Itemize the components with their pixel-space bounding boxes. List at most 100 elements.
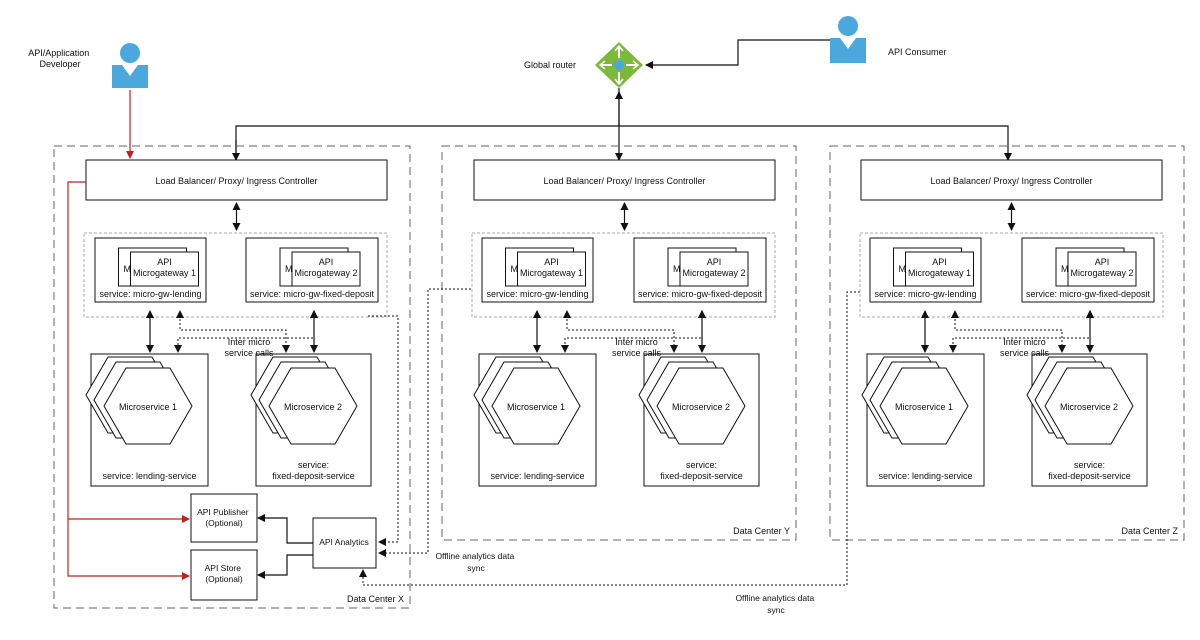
microservice-1[interactable]: Microservice 1 service: lending-service xyxy=(861,353,985,487)
gateway-1-service: service: micro-gw-lending xyxy=(874,289,976,299)
data-center-boundary xyxy=(441,145,797,541)
microservice-2[interactable]: Microservice 2service:fixed-deposit-serv… xyxy=(250,353,372,487)
gateway-1-shadow-letter: M xyxy=(124,264,132,274)
gateway-1-service: service: micro-gw-lending xyxy=(486,289,588,299)
gateway-2-service: service: micro-gw-fixed-deposit xyxy=(250,289,375,299)
gateway-2-title-line1: API xyxy=(707,257,722,267)
gateway-2-title-line1: API xyxy=(1095,257,1110,267)
microservice-2[interactable]: Microservice 2service:fixed-deposit-serv… xyxy=(1026,353,1148,487)
gateway-1-title-line1: API xyxy=(157,257,172,267)
inter-calls-label-line2: service calls xyxy=(224,348,274,358)
microservice-1-title-line1: Microservice 1 xyxy=(119,402,177,412)
data-center-boundary xyxy=(829,145,1185,541)
router-label: Global router xyxy=(524,60,576,70)
microservice-1[interactable]: Microservice 1 service: lending-service xyxy=(85,353,209,487)
data-center-boundary xyxy=(53,145,411,609)
microservice-2-title-line1: Microservice 2 xyxy=(284,402,342,412)
load-balancer[interactable]: Load Balancer/ Proxy/ Ingress Controller xyxy=(85,159,388,201)
data-center-label-line1: Data Center X xyxy=(347,594,404,604)
data-center-label: Data Center Z xyxy=(1121,526,1178,536)
gateway-1-title-line2: Microgateway 1 xyxy=(520,268,583,278)
gateway-1-shadow-letter: M xyxy=(511,264,519,274)
api-store-line2: (Optional) xyxy=(205,574,242,584)
gateway-1-title-line2: Microgateway 1 xyxy=(133,268,196,278)
api-store[interactable]: API Store (Optional) xyxy=(190,549,258,601)
inter-calls-label-line1: Inter micro xyxy=(1003,337,1046,347)
y-sync-line1: Offline analytics data xyxy=(435,551,514,561)
api-store-label: API Store (Optional) xyxy=(205,563,244,584)
gateway-2-title-line2: Microgateway 2 xyxy=(1070,268,1133,278)
inter-call-link-b xyxy=(174,310,318,353)
dcy-analytics-link xyxy=(378,288,471,557)
gateway-1-service: service: micro-gw-lending xyxy=(99,289,201,299)
microservice-1-service: service: lending-service xyxy=(878,471,972,481)
microservice-2-service-line2: fixed-deposit-service xyxy=(1048,471,1131,481)
gateway-2-title-line2: Microgateway 2 xyxy=(682,268,745,278)
api-publisher-line1: API Publisher xyxy=(197,507,249,517)
gateway-2-shadow-letter-line1: M xyxy=(673,264,681,274)
microservice-1-title-line1: Microservice 1 xyxy=(895,402,953,412)
gateway-2-shadow-letter: M xyxy=(673,264,681,274)
microservice-2-service-line1: service: xyxy=(1074,460,1105,470)
microservice-1-title: Microservice 1 xyxy=(895,402,953,412)
gateway-2-title-line2: Microgateway 2 xyxy=(294,268,357,278)
microservice-2-service-line1: service: xyxy=(686,460,717,470)
gateway-group xyxy=(859,232,1164,318)
microservice-1-service: service: lending-service xyxy=(490,471,584,481)
api-analytics-label: API Analytics xyxy=(319,537,369,547)
analytics-store-link xyxy=(257,554,313,579)
microservice-1-title-line1: Microservice 1 xyxy=(507,402,565,412)
load-balancer-label-line1: Load Balancer/ Proxy/ Ingress Controller xyxy=(543,176,705,186)
data-center-label: Data Center X xyxy=(347,594,404,604)
developer-label-line2: Developer xyxy=(39,59,80,69)
api-store-line1: API Store xyxy=(205,563,242,573)
microservice-1-service-line1: service: lending-service xyxy=(102,471,196,481)
gateway-2-shadow-letter: M xyxy=(1061,264,1069,274)
api-analytics[interactable]: API Analytics xyxy=(312,517,377,569)
microservice-2-service-line1: service: xyxy=(298,460,329,470)
gateway-2-shadow-letter-line1: M xyxy=(285,264,293,274)
gateway-1-shadow-letter-line1: M xyxy=(124,264,132,274)
gateway-2-service-line1: service: micro-gw-fixed-deposit xyxy=(1026,289,1151,299)
gateway-2-service: service: micro-gw-fixed-deposit xyxy=(638,289,763,299)
microservice-2-service: service:fixed-deposit-service xyxy=(1048,460,1131,481)
developer-label: API/Application Developer xyxy=(28,48,92,69)
gateway-1-shadow-letter-line1: M xyxy=(899,264,907,274)
microservice-1-title: Microservice 1 xyxy=(507,402,565,412)
load-balancer[interactable]: Load Balancer/ Proxy/ Ingress Controller xyxy=(860,159,1163,201)
load-balancer-label: Load Balancer/ Proxy/ Ingress Controller xyxy=(930,176,1092,186)
y-sync-line2: sync xyxy=(467,563,485,573)
api-publisher[interactable]: API Publisher (Optional) xyxy=(190,493,258,543)
dc-x: Data Center X Load Balancer/ Proxy/ Ingre… xyxy=(53,145,411,609)
microservice-1[interactable]: Microservice 1 service: lending-service xyxy=(473,353,597,487)
developer-label-line1: API/Application xyxy=(28,48,89,58)
microservice-1-title: Microservice 1 xyxy=(119,402,177,412)
load-balancer-label: Load Balancer/ Proxy/ Ingress Controller xyxy=(543,176,705,186)
gateway-1-title-line1: API xyxy=(544,257,559,267)
data-center-label-line1: Data Center Y xyxy=(733,526,790,536)
inter-calls-label-line1: Inter micro xyxy=(615,337,658,347)
microservice-2-service-line2: fixed-deposit-service xyxy=(660,471,743,481)
router-bus xyxy=(235,125,1012,161)
dcz-analytics-link xyxy=(359,291,860,586)
gateway-1-service-line1: service: micro-gw-lending xyxy=(99,289,201,299)
global-router: Global router xyxy=(524,42,643,88)
microservice-2[interactable]: Microservice 2service:fixed-deposit-serv… xyxy=(638,353,760,487)
dc-y: Data Center Y Load Balancer/ Proxy/ Ingre… xyxy=(441,145,797,541)
load-balancer[interactable]: Load Balancer/ Proxy/ Ingress Controller xyxy=(473,159,776,201)
z-sync-label: Offline analytics data sync xyxy=(735,593,816,615)
person-icon xyxy=(830,16,866,63)
gateway-1-title-line1: API xyxy=(932,257,947,267)
